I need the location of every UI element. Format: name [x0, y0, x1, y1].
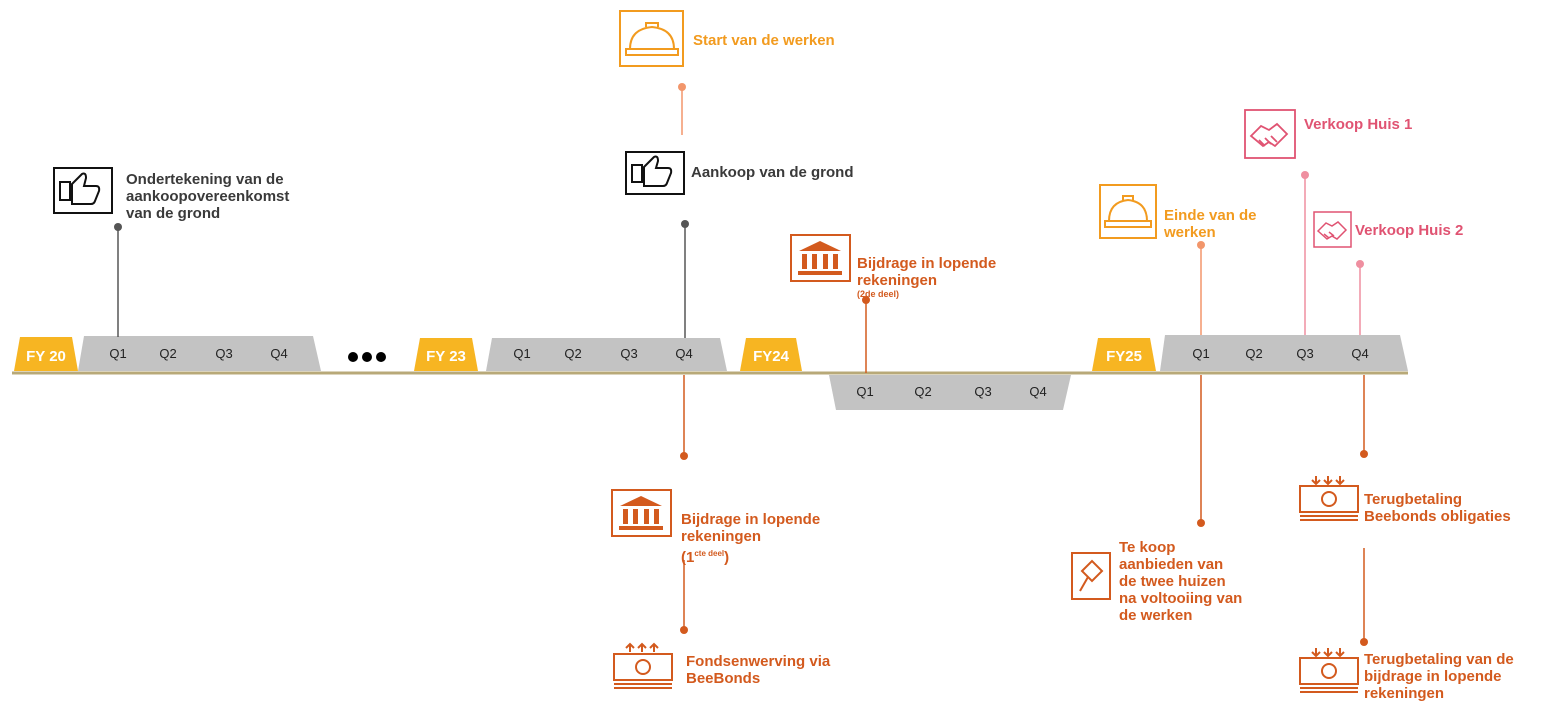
quarter-label: Q4: [1029, 384, 1046, 399]
event-contribution-1: Bijdrage in lopende rekeningen (1cte dee…: [681, 494, 881, 583]
quarter-label: Q2: [159, 346, 176, 361]
connector-contribution-2: [862, 296, 870, 373]
year-label-fy25: FY25: [1106, 348, 1142, 365]
year-tab-fy25: [1092, 338, 1156, 371]
year-tab-fy23: [414, 338, 478, 371]
quarter-label: Q2: [1245, 346, 1262, 361]
quarter-label: Q1: [1192, 346, 1209, 361]
quarter-band-fy20: [78, 336, 321, 371]
connector-repay-bonds: [1360, 375, 1368, 458]
money-icon: [1299, 476, 1359, 521]
money-icon: [1299, 648, 1359, 693]
connector-fundraising: [680, 560, 688, 634]
quarter-label: Q1: [109, 346, 126, 361]
connector-purchase-land: [681, 220, 689, 338]
event-contribution-2: Bijdrage in lopende rekeningen (2de deel…: [857, 238, 1057, 316]
event-repay-contribution: Terugbetaling van de bijdrage in lopende…: [1364, 651, 1514, 702]
event-repay-bonds: Terugbetaling Beebonds obligaties: [1364, 491, 1511, 525]
connector-sale-house-1: [1301, 171, 1309, 335]
quarter-label: Q4: [1351, 346, 1368, 361]
event-sale-house-1: Verkoop Huis 1: [1304, 116, 1413, 133]
event-signing: Ondertekening van de aankoopovereenkomst…: [126, 171, 290, 222]
year-tab-fy20: [14, 337, 78, 371]
year-label-fy23: FY 23: [426, 348, 466, 365]
event-start-works: Start van de werken: [693, 32, 835, 49]
hammer-sign-icon: [1071, 552, 1111, 600]
year-tab-fy24: [740, 338, 802, 371]
quarter-label: Q3: [620, 346, 637, 361]
connector-signing: [114, 223, 122, 337]
connector-contribution-1: [680, 375, 688, 460]
year-label-fy24: FY24: [753, 348, 790, 365]
bank-icon: [611, 489, 672, 537]
quarter-label: Q2: [914, 384, 931, 399]
money-icon: [613, 642, 673, 689]
event-contribution-1-title: Bijdrage in lopende rekeningen: [681, 511, 821, 545]
quarter-label: Q3: [215, 346, 232, 361]
thumbs-up-icon: [625, 151, 685, 195]
quarter-label: Q3: [1296, 346, 1313, 361]
connector-repay-contribution: [1360, 548, 1368, 646]
hard-hat-icon: [619, 10, 684, 67]
connector-for-sale: [1197, 375, 1205, 527]
connector-start-works: [678, 83, 686, 135]
quarter-label: Q2: [564, 346, 581, 361]
quarter-band-fy25: [1160, 335, 1408, 371]
handshake-icon: [1313, 211, 1352, 248]
event-for-sale: Te koop aanbieden van de twee huizen na …: [1119, 539, 1243, 624]
handshake-icon: [1244, 109, 1296, 159]
quarter-label: Q1: [513, 346, 530, 361]
year-label-fy20: FY 20: [26, 348, 66, 365]
connector-end-works: [1197, 241, 1205, 335]
quarter-band-fy24: [829, 375, 1071, 410]
event-fundraising: Fondsenwerving via BeeBonds: [686, 653, 831, 687]
event-contribution-2-title: Bijdrage in lopende rekeningen: [857, 255, 997, 289]
quarter-band-fy23: [486, 338, 727, 371]
event-end-works: Einde van de werken: [1164, 207, 1257, 241]
connector-sale-house-2: [1356, 260, 1364, 335]
quarter-label: Q4: [270, 346, 287, 361]
hard-hat-icon: [1099, 184, 1157, 239]
event-contribution-2-note: (2de deel): [857, 289, 900, 299]
ellipsis-dots: [348, 352, 386, 362]
bank-icon: [790, 234, 851, 282]
thumbs-up-icon: [53, 167, 113, 214]
quarter-label: Q1: [856, 384, 873, 399]
quarter-label: Q4: [675, 346, 692, 361]
event-purchase-land: Aankoop van de grond: [691, 164, 854, 181]
event-contribution-1-note: (1cte deel): [681, 549, 730, 566]
event-sale-house-2: Verkoop Huis 2: [1355, 222, 1464, 239]
quarter-label: Q3: [974, 384, 991, 399]
